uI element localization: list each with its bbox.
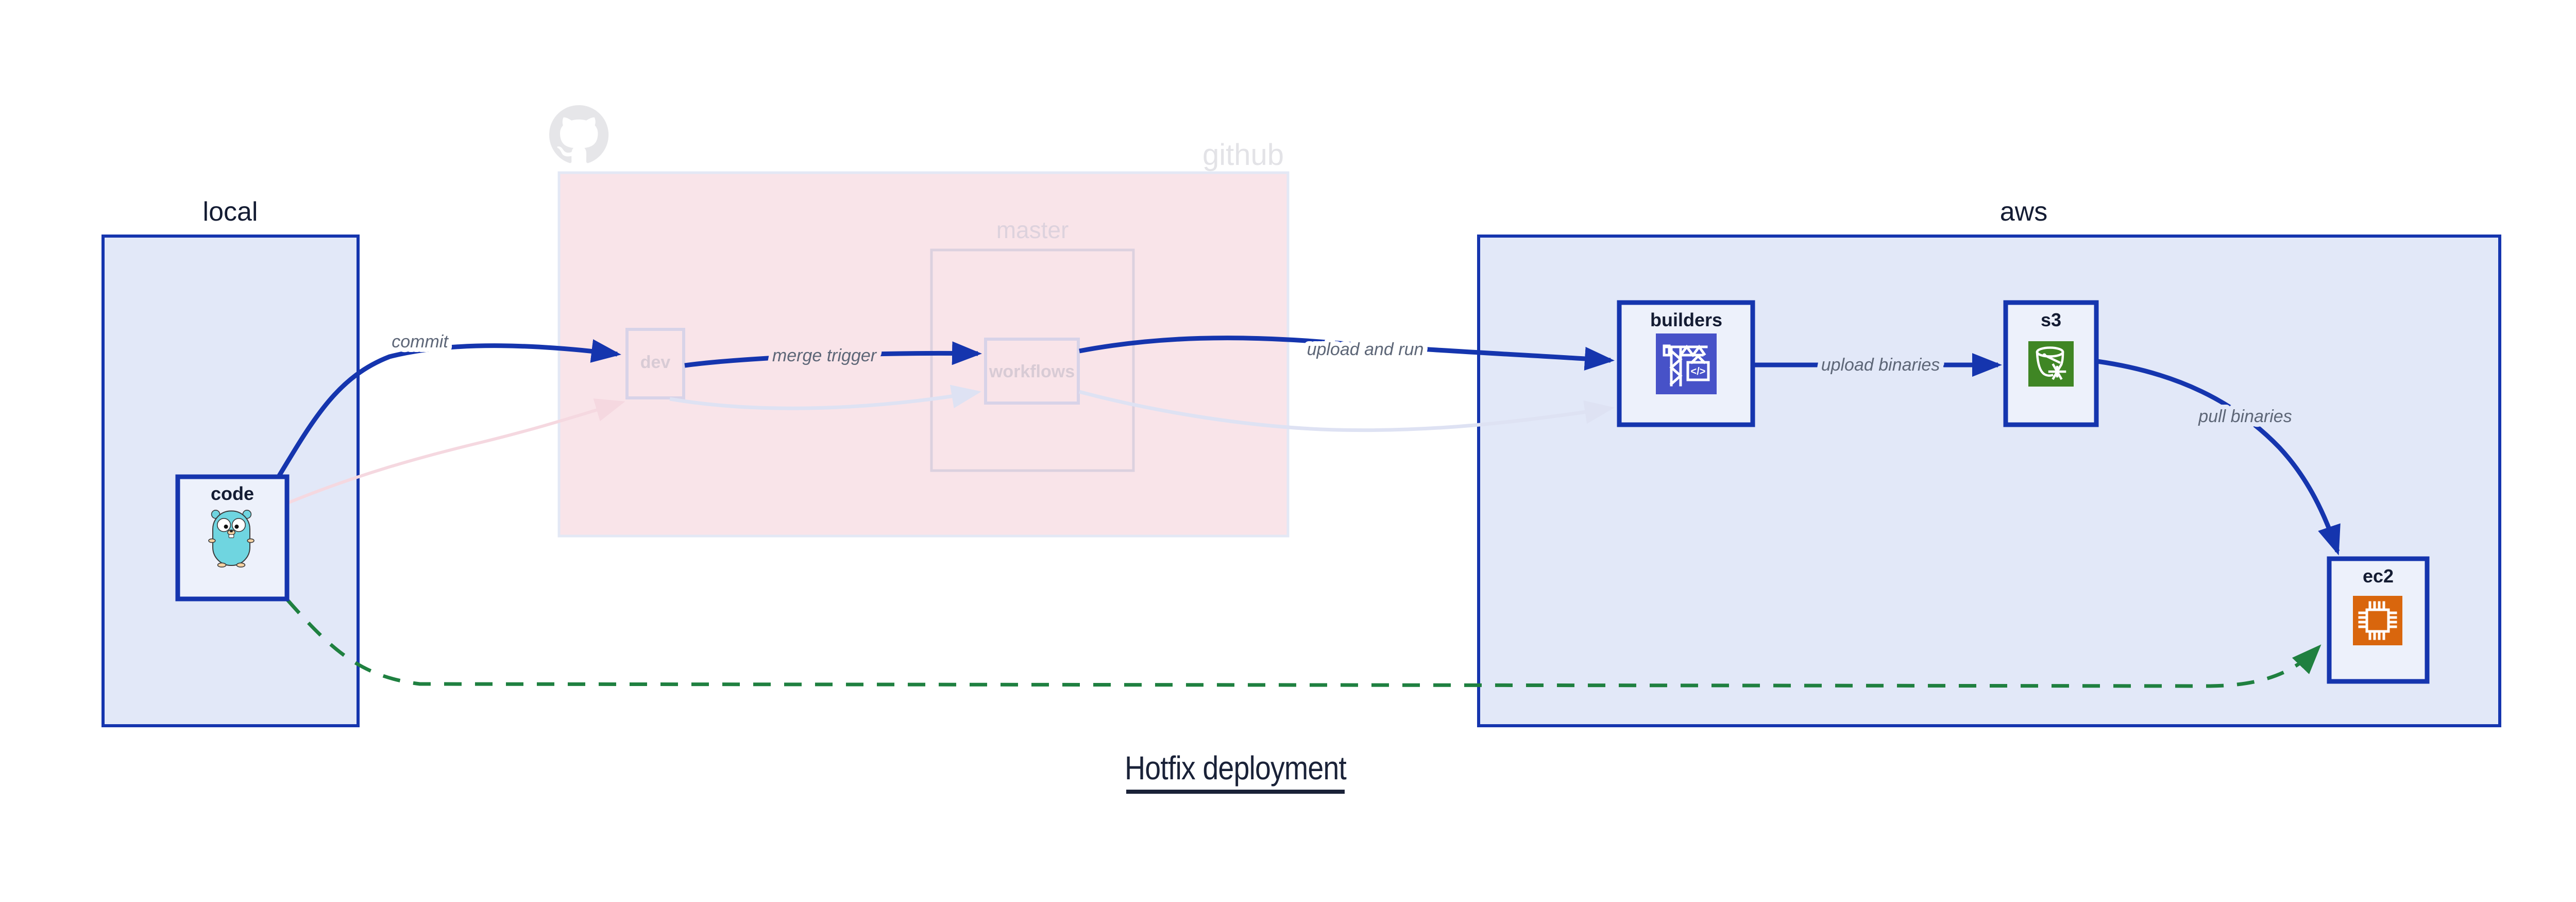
codebuild-crane-icon: </> (1656, 333, 1717, 394)
ec2-label: ec2 (2363, 565, 2394, 587)
aws-label: aws (2000, 197, 2047, 227)
s3-glacier-bucket-icon (2028, 341, 2074, 387)
edge-merge-trigger-label: merge trigger (772, 346, 877, 365)
master-container (930, 248, 1135, 472)
workflows-label: workflows (989, 362, 1075, 381)
edge-upload-binaries-label: upload binaries (1821, 355, 1940, 375)
s3-label: s3 (2041, 309, 2061, 330)
github-logo-icon (549, 105, 609, 163)
ec2-chip-icon (2353, 596, 2402, 645)
builders-label: builders (1650, 309, 1722, 330)
codebuild-code-symbol: </> (1691, 366, 1706, 377)
local-label: local (203, 197, 258, 227)
edge-upload-and-run (1079, 336, 1615, 371)
edge-merge-trigger (684, 341, 982, 368)
github-label: github (1202, 138, 1284, 172)
diagram-title: Hotfix deployment (1125, 749, 1347, 787)
master-label: master (996, 216, 1069, 243)
go-gopher-icon (208, 510, 255, 568)
edge-commit (276, 339, 621, 479)
dev-label: dev (640, 353, 671, 372)
edge-hotfix-dashed (286, 598, 2321, 688)
workflows-node (984, 338, 1080, 405)
edge-faded-commit (286, 398, 625, 505)
edge-upload-and-run-label: upload and run (1307, 340, 1424, 359)
code-label: code (211, 483, 254, 504)
edge-faded-upload (1079, 390, 1615, 432)
edge-commit-label: commit (392, 332, 449, 352)
edge-faded-merge (669, 385, 981, 410)
edge-pull-binaries (2097, 359, 2341, 556)
dev-node (625, 328, 685, 399)
edge-pull-binaries-label: pull binaries (2198, 407, 2292, 426)
